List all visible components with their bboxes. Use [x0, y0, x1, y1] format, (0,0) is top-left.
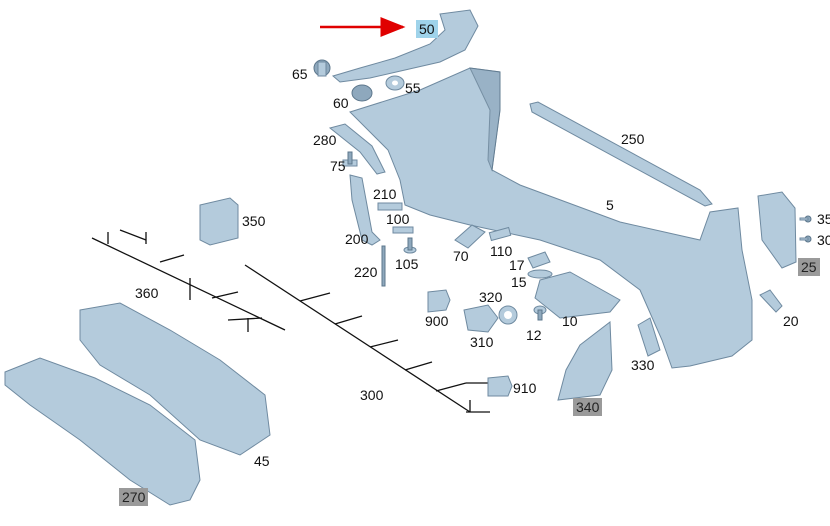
part-340-bracket: [557, 321, 613, 401]
part-200-bracket: [349, 174, 381, 246]
part-10-panel: [534, 271, 621, 319]
part-5-inner-edge: [469, 67, 501, 172]
part-900-plug: [427, 289, 451, 313]
part-30-screw: [799, 235, 812, 243]
label-50[interactable]: 50: [416, 20, 438, 38]
part-100-clip: [392, 226, 414, 234]
label-110[interactable]: 110: [490, 243, 513, 259]
label-330[interactable]: 330: [631, 357, 655, 373]
part-50-bracket: [331, 9, 479, 83]
part-220-rod: [381, 245, 386, 287]
label-200[interactable]: 200: [345, 231, 369, 247]
part-310-sensor: [463, 304, 499, 333]
part-280-trim: [328, 123, 386, 175]
label-100[interactable]: 100: [386, 211, 410, 227]
label-15[interactable]: 15: [511, 274, 527, 290]
part-360-harness: [91, 229, 286, 332]
part-70-holder: [454, 224, 486, 249]
part-330-bracket: [637, 317, 661, 357]
part-25-bracket: [757, 191, 797, 269]
label-70[interactable]: 70: [453, 248, 469, 264]
part-210-clip: [377, 202, 403, 211]
label-75[interactable]: 75: [330, 158, 346, 174]
part-350-module: [199, 197, 239, 246]
part-55-washer: [385, 75, 405, 91]
label-105[interactable]: 105: [395, 256, 419, 272]
label-5[interactable]: 5: [606, 197, 614, 213]
label-310[interactable]: 310: [470, 334, 494, 350]
part-250-strip: [529, 101, 713, 207]
label-20[interactable]: 20: [783, 313, 799, 329]
label-60[interactable]: 60: [333, 95, 349, 111]
part-60-grommet: [351, 84, 373, 102]
label-900[interactable]: 900: [425, 313, 449, 329]
label-210[interactable]: 210: [373, 186, 397, 202]
label-280[interactable]: 280: [313, 132, 337, 148]
label-25[interactable]: 25: [798, 258, 820, 276]
label-910[interactable]: 910: [513, 380, 537, 396]
label-350[interactable]: 350: [242, 213, 266, 229]
part-270-lower-cover: [4, 357, 201, 506]
part-20-bracket: [759, 289, 783, 313]
label-65[interactable]: 65: [292, 66, 308, 82]
part-12-clip: [533, 305, 547, 321]
part-35-screw: [799, 215, 812, 223]
label-17[interactable]: 17: [509, 257, 525, 273]
label-10[interactable]: 10: [562, 313, 578, 329]
label-35[interactable]: 35: [817, 211, 830, 227]
label-360[interactable]: 360: [135, 285, 159, 301]
part-110-clip: [488, 226, 512, 242]
part-15-nut: [527, 269, 553, 279]
label-45[interactable]: 45: [254, 453, 270, 469]
label-55[interactable]: 55: [405, 80, 421, 96]
label-320[interactable]: 320: [479, 289, 503, 305]
part-45-absorber: [79, 302, 271, 456]
label-220[interactable]: 220: [354, 264, 378, 280]
label-340[interactable]: 340: [573, 398, 603, 416]
label-12[interactable]: 12: [526, 327, 542, 343]
label-250[interactable]: 250: [621, 131, 645, 147]
part-17-clip: [527, 251, 551, 269]
label-270[interactable]: 270: [119, 488, 149, 506]
label-300[interactable]: 300: [360, 387, 384, 403]
part-910-plug: [487, 375, 513, 397]
part-75-clip: [342, 151, 358, 167]
label-30[interactable]: 30: [817, 232, 830, 248]
part-105-screw: [403, 237, 417, 254]
part-65-bolt: [313, 59, 331, 77]
